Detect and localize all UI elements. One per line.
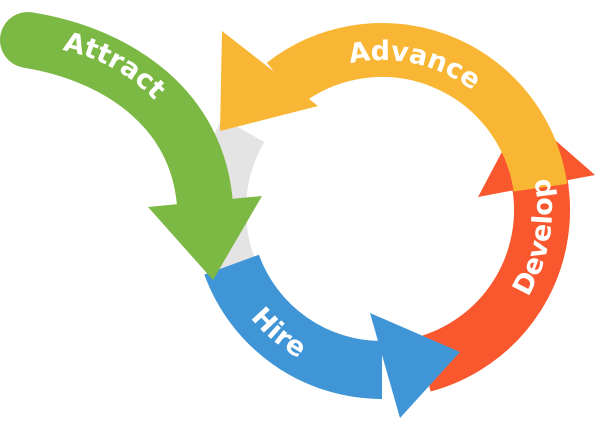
hire-arrow-body bbox=[204, 254, 383, 399]
advance-arrow-body bbox=[266, 23, 568, 193]
attract-arrow-head bbox=[148, 196, 262, 280]
attract-arrow-body bbox=[0, 12, 233, 233]
advance-arrow-head bbox=[220, 31, 318, 131]
hire-arrow-head bbox=[370, 313, 460, 418]
